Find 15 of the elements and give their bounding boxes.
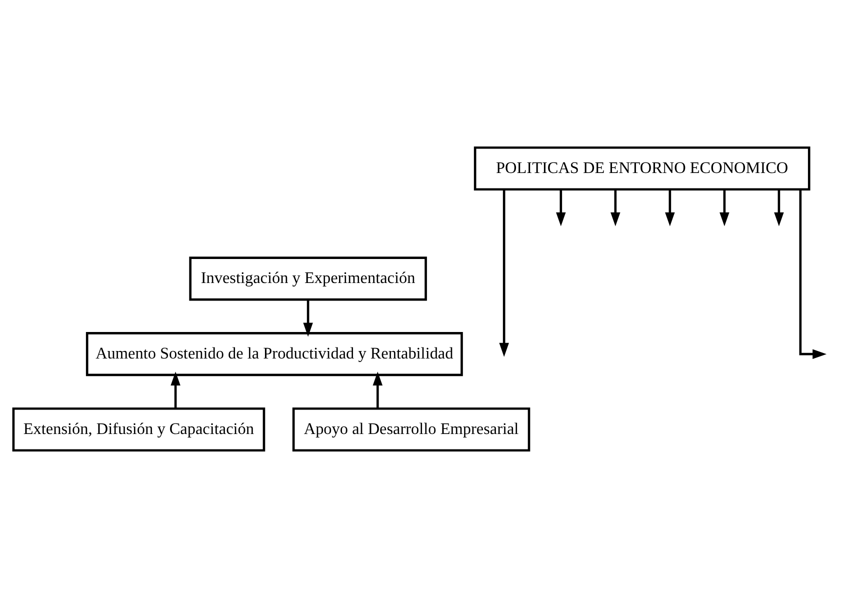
- node-box: Extensión, Difusión y Capacitación: [12, 407, 266, 452]
- arrow: [556, 190, 566, 226]
- arrow: [372, 372, 383, 409]
- arrow: [720, 190, 730, 226]
- node-box: POLITICAS DE ENTORNO ECONOMICO: [474, 146, 810, 191]
- arrow: [799, 189, 827, 359]
- arrow: [499, 189, 509, 357]
- node-box: Aumento Sostenido de la Productividad y Rentabilidad: [86, 332, 463, 376]
- arrow: [774, 190, 784, 226]
- arrow: [303, 300, 313, 337]
- node-box: Investigación y Experimentación: [189, 256, 427, 301]
- arrow: [610, 190, 620, 226]
- arrow: [170, 372, 180, 409]
- node-box: Apoyo al Desarrollo Empresarial: [292, 407, 530, 452]
- arrow: [665, 190, 675, 226]
